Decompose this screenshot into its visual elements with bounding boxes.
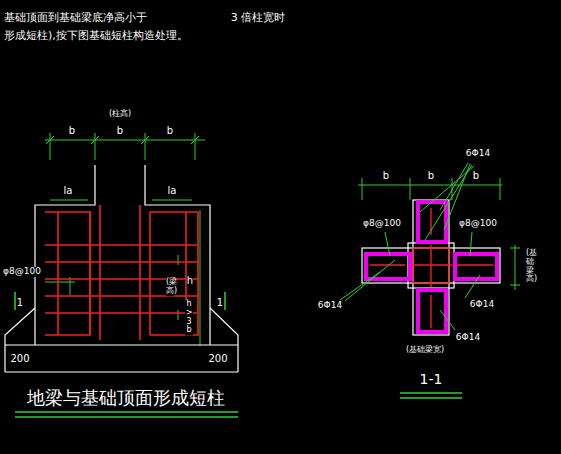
section-underline (400, 393, 462, 398)
dimension-note: (梁高) (166, 278, 174, 296)
rebar-spec: 6Φ14 (456, 333, 480, 343)
dimension-label: b (383, 170, 389, 181)
stirrup-spec: φ8@100 (459, 219, 497, 229)
rebar-spec: 6Φ14 (466, 149, 490, 159)
section-mark (15, 292, 225, 310)
rebar-spec: 6Φ14 (318, 301, 342, 311)
beam-outline (362, 200, 500, 335)
anchor-length: la (168, 185, 177, 196)
leader-lines (340, 163, 480, 330)
dimension-label: b (428, 170, 434, 181)
stirrup-spec: φ8@100 (363, 219, 401, 229)
top-dimension (45, 133, 205, 345)
anchor-length: la (64, 185, 73, 196)
caption-underline (15, 412, 238, 417)
rebar (45, 205, 198, 340)
note-text: 基础顶面到基础梁底净高小于 (4, 12, 147, 24)
dimension-label: 200 (10, 353, 29, 364)
dimension-label: b (117, 125, 123, 136)
drawing-caption: 地梁与基础顶面形成短柱 (27, 388, 225, 408)
dimension-label: 200 (208, 353, 227, 364)
stirrup-spec: φ8@100 (3, 267, 41, 277)
dimension-note: (柱高) (109, 110, 131, 119)
rebar-spec: 6Φ14 (470, 300, 494, 310)
dimension-label: h (187, 275, 193, 286)
dimension-note: (基础梁高) (526, 249, 534, 284)
dimension-label: h>3b (185, 300, 193, 335)
dimension-label: b (69, 125, 75, 136)
section-number: 1 (217, 297, 223, 308)
section-number: 1 (17, 297, 23, 308)
note-text: 形成短柱),按下图基础短柱构造处理。 (4, 30, 188, 42)
dimension-note: (基础梁宽) (406, 346, 444, 355)
note-text: 3 倍柱宽时 (231, 12, 286, 24)
section-dimension (358, 178, 520, 290)
dimension-label: b (167, 125, 173, 136)
dimension-label: b (473, 170, 479, 181)
section-title: 1-1 (420, 372, 443, 387)
